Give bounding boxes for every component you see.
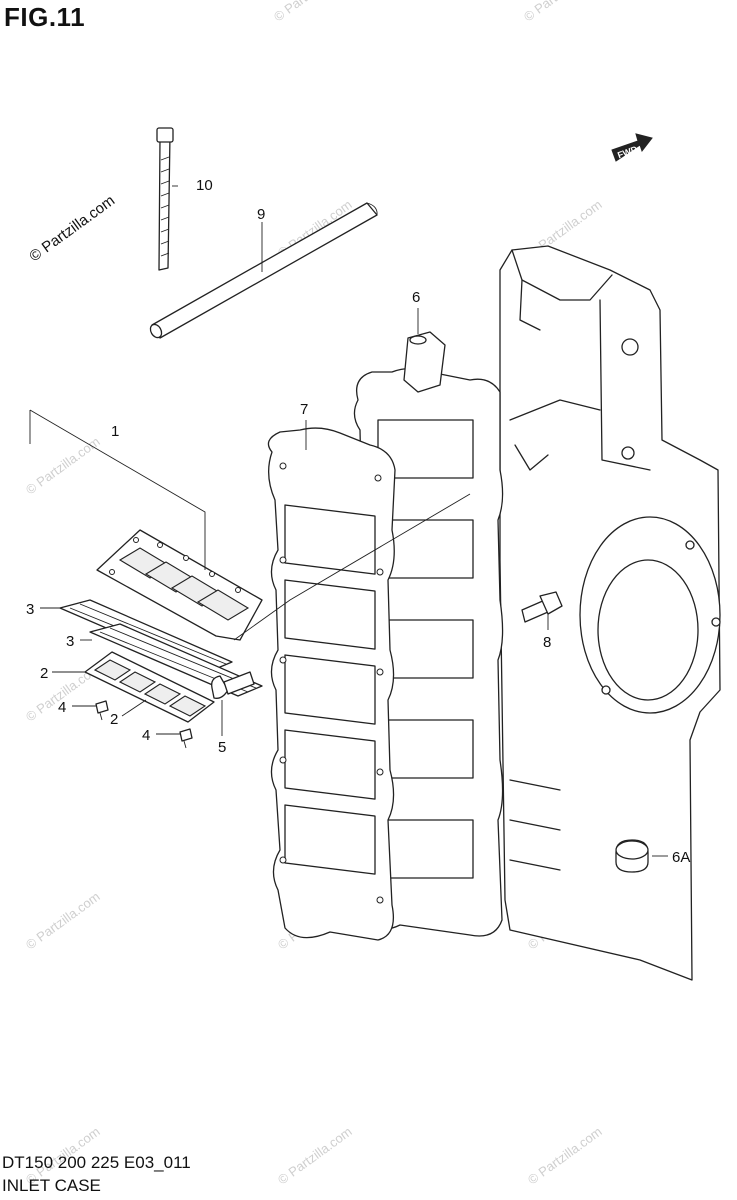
watermark-main: © Partzilla.com	[26, 192, 118, 265]
part-8-bolt	[521, 591, 563, 623]
watermark: © Partzilla.com	[23, 889, 103, 953]
callout-5: 5	[218, 739, 226, 756]
callout-6: 6	[412, 289, 420, 306]
callout-9: 9	[257, 206, 265, 223]
fwd-label: FWD	[616, 144, 639, 161]
part-9-rod	[149, 202, 378, 339]
callout-6a: 6A	[672, 849, 690, 866]
figure-title: FIG.11	[4, 2, 86, 32]
part-7-gasket	[267, 427, 396, 941]
diagram-code: DT150 200 225 E03_011	[2, 1153, 191, 1172]
callout-3: 3	[26, 601, 34, 618]
leader-lines	[29, 185, 668, 857]
callout-4: 4	[142, 727, 150, 744]
part-1-reed-valve-assembly	[96, 529, 263, 641]
part-2-reed-petals	[84, 651, 215, 723]
watermark: © Partzilla.com	[271, 0, 351, 24]
callout-2: 2	[40, 665, 48, 682]
watermark: © Partzilla.com	[525, 1124, 605, 1188]
part-10-cable-tie	[156, 127, 174, 271]
callout-7: 7	[300, 401, 308, 418]
part-6a-cap	[615, 839, 649, 873]
part-4-screws	[95, 700, 193, 749]
diagram-name: INLET CASE	[2, 1176, 101, 1195]
forward-direction-arrow: FWD	[611, 133, 653, 162]
part-5-bolt	[211, 671, 255, 699]
callout-8: 8	[543, 634, 551, 651]
watermark: © Partzilla.com	[521, 0, 601, 24]
watermark: © Partzilla.com	[23, 434, 103, 498]
callout-2: 2	[110, 711, 118, 728]
callout-1: 1	[111, 423, 119, 440]
watermark: © Partzilla.com	[275, 1124, 355, 1188]
callout-4: 4	[58, 699, 66, 716]
callout-3: 3	[66, 633, 74, 650]
callout-10: 10	[196, 177, 213, 194]
callout-numbers: 1 2 2 3 3 4 4 5 6 6A 7 8 9 10	[26, 177, 690, 866]
